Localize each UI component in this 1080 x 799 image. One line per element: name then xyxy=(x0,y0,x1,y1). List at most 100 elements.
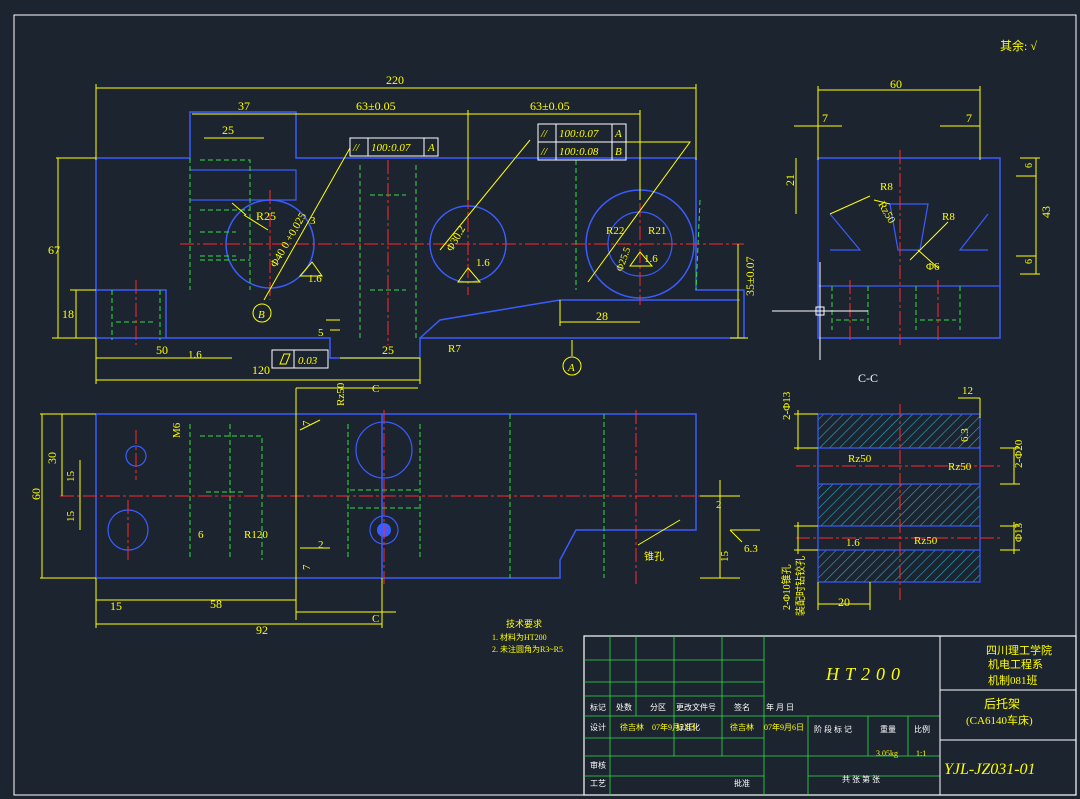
svg-text:100:0.07: 100:0.07 xyxy=(559,128,599,140)
svg-text:A: A xyxy=(427,142,435,154)
dim-35: 35±0.07 xyxy=(743,256,757,296)
svg-text:07年9月21日: 07年9月21日 xyxy=(652,722,696,732)
svg-text:标准化: 标准化 xyxy=(676,722,700,732)
svg-text:设计: 设计 xyxy=(590,722,606,732)
section-mark-C-top: C xyxy=(372,383,379,395)
svg-text:阶 段 标 记: 阶 段 标 记 xyxy=(814,724,852,734)
dim-25-b: 25 xyxy=(382,343,394,357)
plan-dim-15c: 15 xyxy=(110,599,122,613)
plan-dim-2a: 2 xyxy=(318,539,324,551)
side-outline xyxy=(817,157,1001,339)
dim-120: 120 xyxy=(252,363,270,377)
side-dim-6a: 6 xyxy=(1024,163,1035,168)
svg-text:共 张 第 张: 共 张 第 张 xyxy=(842,774,880,784)
svg-text://: // xyxy=(352,142,360,154)
dim-28: 28 xyxy=(596,309,608,323)
plan-dim-7a: 7 xyxy=(301,420,313,426)
plan-dim-6-3: 6.3 xyxy=(744,543,758,555)
side-dim-phi6: Φ6 xyxy=(926,261,940,273)
svg-text:处数: 处数 xyxy=(616,702,632,712)
svg-text:徐吉林: 徐吉林 xyxy=(730,722,754,732)
surface-finish-note: 其余: √ xyxy=(1000,38,1037,53)
technical-requirements: 技术要求 1. 材料为HT200 2. 未注圆角为R3~R5 xyxy=(492,618,563,654)
svg-text:07年9月6日: 07年9月6日 xyxy=(764,722,804,732)
tol-frame-1: // 100:0.07 A xyxy=(349,137,439,157)
dim-37: 37 xyxy=(238,99,250,113)
side-dim-21: 21 xyxy=(783,174,797,186)
plan-view[interactable]: 30 15 60 15 M6 7 Rz50 C 6 R120 2 7 15 58… xyxy=(29,382,760,637)
tech-req-title: 技术要求 xyxy=(506,618,542,629)
plan-dim-2b: 2 xyxy=(716,499,722,511)
svg-text:B: B xyxy=(615,146,622,158)
svg-text:3.05kg: 3.05kg xyxy=(876,749,898,758)
plan-dim-58: 58 xyxy=(210,597,222,611)
plan-outline xyxy=(96,413,697,579)
section-hatch xyxy=(817,413,981,583)
front-view[interactable]: 220 37 25 63±0.05 63±0.05 67 18 50 1.6 1… xyxy=(48,73,757,384)
title-school3: 机制081班 xyxy=(988,673,1038,687)
dim-1-6-c: 1.6 xyxy=(476,257,490,269)
datum-B: B xyxy=(252,303,272,323)
dim-25: 25 xyxy=(222,123,234,137)
plan-dim-92: 92 xyxy=(256,623,268,637)
svg-text:100:0.07: 100:0.07 xyxy=(371,142,411,154)
section-dim-6-3: 6.3 xyxy=(959,428,971,442)
svg-text:分区: 分区 xyxy=(650,703,666,712)
svg-text:100:0.08: 100:0.08 xyxy=(559,146,599,158)
section-dim-2phi13: 2-Φ13 xyxy=(781,391,793,420)
front-centerlines xyxy=(135,160,744,345)
svg-text:徐吉林: 徐吉林 xyxy=(620,722,644,732)
title-school1: 四川理工学院 xyxy=(986,643,1052,657)
dim-63-a: 63±0.05 xyxy=(356,99,396,113)
side-dim-60: 60 xyxy=(890,77,902,91)
section-C-C[interactable]: C-C 12 2-Φ13 6.3 Rz50 Rz50 2-Φ20 1.6 Rz5… xyxy=(781,371,1025,616)
dim-phi30: Φ30.2 xyxy=(444,224,468,254)
plan-dim-15a: 15 xyxy=(65,471,77,483)
title-drawing-number: YJL-JZ031-01 xyxy=(944,761,1036,778)
side-dim-R8b: R8 xyxy=(942,211,955,223)
tech-req-line2: 2. 未注圆角为R3~R5 xyxy=(492,644,563,654)
dim-18: 18 xyxy=(62,307,74,321)
section-note-hole2: 装配时钻铰孔 xyxy=(794,556,807,616)
section-mark-C-bottom: C xyxy=(372,613,379,625)
svg-text:标记: 标记 xyxy=(590,702,606,712)
section-dim-1-6: 1.6 xyxy=(846,537,860,549)
plan-dim-M6: M6 xyxy=(171,422,183,438)
svg-text:B: B xyxy=(258,309,265,321)
crosshair-cursor-icon xyxy=(772,262,868,360)
title-part-sub: (CA6140车床) xyxy=(966,713,1033,727)
dim-3: 3 xyxy=(310,215,316,227)
dim-R25: R25 xyxy=(256,209,276,223)
front-dimension-text: 220 37 25 63±0.05 63±0.05 67 18 50 1.6 1… xyxy=(48,73,757,377)
title-block[interactable]: HT200 四川理工学院 机电工程系 机制081班 后托架 (CA6140车床)… xyxy=(583,635,1077,796)
side-dim-6b: 6 xyxy=(1024,259,1035,264)
section-note-hole1: 2-Φ10锥孔 xyxy=(781,564,793,610)
plan-dim-60: 60 xyxy=(29,488,43,500)
svg-text:签名: 签名 xyxy=(734,702,750,712)
dim-63-b: 63±0.05 xyxy=(530,99,570,113)
plan-dim-30: 30 xyxy=(45,452,59,464)
plan-dim-15b: 15 xyxy=(65,511,77,523)
dim-R7: R7 xyxy=(448,343,461,355)
section-dim-20: 20 xyxy=(838,595,850,609)
plan-dim-6: 6 xyxy=(198,529,204,541)
side-dim-7a: 7 xyxy=(822,111,828,125)
side-dim-R8a: R8 xyxy=(880,181,893,193)
front-outline xyxy=(95,111,745,359)
svg-text:重量: 重量 xyxy=(880,724,896,734)
svg-text:更改文件号: 更改文件号 xyxy=(676,702,716,712)
flatness-frame: 0.03 xyxy=(271,349,329,369)
plan-dim-R120: R120 xyxy=(244,529,268,541)
section-dim-Rz50b: Rz50 xyxy=(948,461,972,473)
tol-frame-2: // 100:0.07 A // 100:0.08 B xyxy=(537,123,627,161)
dim-1-6-a: 1.6 xyxy=(188,349,202,361)
title-school2: 机电工程系 xyxy=(988,657,1043,671)
side-view[interactable]: 60 7 7 21 R8 Rz50 R8 43 6 6 Φ6 xyxy=(772,77,1053,360)
svg-text:工艺: 工艺 xyxy=(590,779,606,788)
plan-dim-7b: 7 xyxy=(301,564,313,570)
section-dim-12: 12 xyxy=(962,385,973,397)
plan-dim-Rz50: Rz50 xyxy=(335,382,347,406)
sheet-border xyxy=(13,14,1077,796)
